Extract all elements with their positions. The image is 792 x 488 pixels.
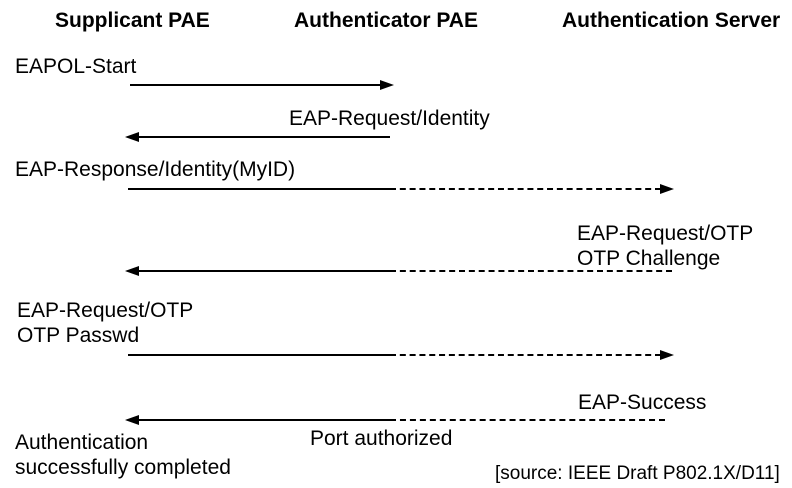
arrowhead-right (660, 350, 674, 360)
completion-note-line-1: Authentication (15, 431, 149, 454)
arrow-line-solid (130, 84, 381, 86)
completion-note: Authentication successfully completed (15, 430, 231, 480)
message-label-eap-response-identity: EAP-Response/Identity(MyID) (15, 158, 296, 181)
arrow-line-solid (138, 270, 390, 272)
source-citation: [source: IEEE Draft P802.1X/D11] (495, 463, 780, 484)
message-label-line-2: OTP Passwd (17, 324, 140, 347)
arrow-line-solid (128, 188, 390, 190)
column-header-supplicant-pae: Supplicant PAE (55, 9, 210, 32)
message-label-eap-request-otp-challenge: EAP-Request/OTP OTP Challenge (577, 221, 753, 271)
message-label-line-1: EAP-Request/OTP (17, 299, 194, 322)
column-header-authenticator-pae: Authenticator PAE (294, 9, 478, 32)
arrow-line-solid (138, 136, 390, 138)
arrowhead-right (660, 184, 674, 194)
arrow-line-dashed (390, 270, 672, 272)
message-label-eap-request-identity: EAP-Request/Identity (289, 107, 490, 130)
port-authorized-annotation: Port authorized (310, 427, 453, 450)
arrowhead-left (125, 132, 139, 142)
message-label-line-2: OTP Challenge (577, 247, 721, 270)
arrow-line-solid (138, 419, 390, 421)
message-label-eap-request-otp-passwd: EAP-Request/OTP OTP Passwd (17, 298, 193, 348)
column-header-authentication-server: Authentication Server (562, 9, 781, 32)
arrowhead-left (125, 415, 139, 425)
arrow-line-dashed (390, 354, 661, 356)
arrow-line-solid (128, 354, 390, 356)
message-label-eap-success: EAP-Success (578, 391, 707, 414)
arrow-line-dashed (390, 188, 661, 190)
arrowhead-left (125, 266, 139, 276)
message-label-eapol-start: EAPOL-Start (15, 55, 137, 78)
arrowhead-right (380, 80, 394, 90)
arrow-line-dashed (390, 419, 665, 421)
completion-note-line-2: successfully completed (15, 456, 231, 479)
message-label-line-1: EAP-Request/OTP (577, 222, 754, 245)
